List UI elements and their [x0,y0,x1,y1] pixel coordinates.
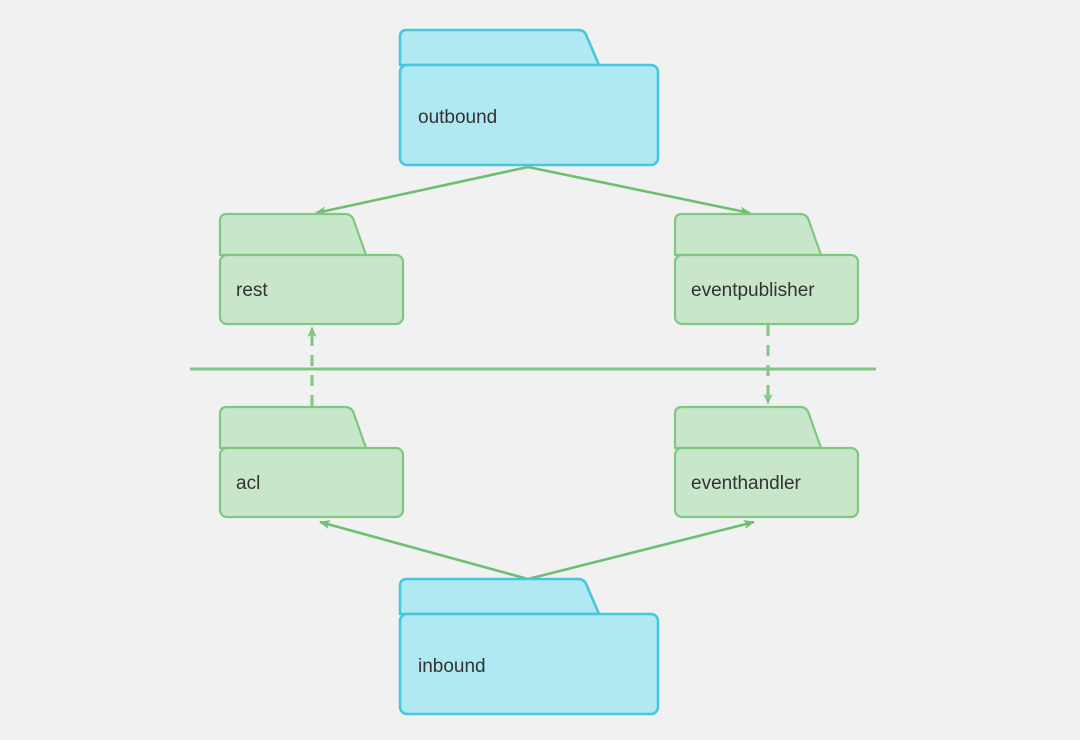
folder-tab [673,405,823,450]
node-label-eventhandler: eventhandler [691,473,802,494]
nodes-layer: outbound rest eventpublisher acl eventhandle… [218,28,860,716]
node-label-outbound: outbound [418,107,497,128]
folder-tab [673,212,823,257]
node-outbound[interactable]: outbound [398,28,660,167]
folder-body [398,612,660,716]
folder-body [398,63,660,167]
folder-body [218,253,405,326]
edge-outbound-to-rest [315,165,529,216]
node-rest[interactable]: rest [218,212,405,326]
node-label-eventpublisher: eventpublisher [691,280,815,301]
node-label-inbound: inbound [418,656,486,677]
edge-inbound-to-eventhandler [527,520,755,581]
node-label-rest: rest [236,280,268,301]
node-label-acl: acl [236,473,260,494]
node-inbound[interactable]: inbound [398,577,660,716]
folder-body [218,446,405,519]
folder-tab [218,212,368,257]
edges-layer [307,165,773,581]
folder-tab [398,577,601,616]
folder-body [673,446,860,519]
node-acl[interactable]: acl [218,405,405,519]
edge-outbound-to-eventpublisher [527,165,751,216]
edge-inbound-to-acl [319,520,529,581]
folder-tab [398,28,601,67]
node-eventpublisher[interactable]: eventpublisher [673,212,860,326]
folder-tab [218,405,368,450]
folder-body [673,253,860,326]
node-eventhandler[interactable]: eventhandler [673,405,860,519]
